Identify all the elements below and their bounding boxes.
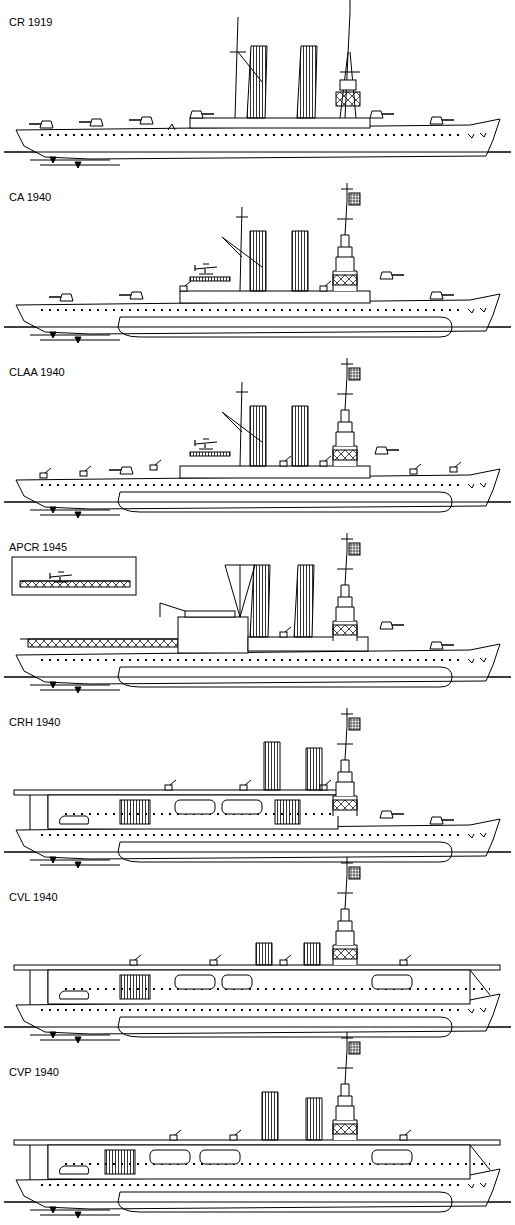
ship-label-holder: CLAA 1940 — [8, 362, 66, 380]
ship-label-holder: CR 1919 — [8, 12, 53, 30]
ship-label-holder: CRH 1940 — [8, 712, 61, 730]
ship-label-holder: CVP 1940 — [8, 1062, 60, 1080]
ship-type-label: APCR 1945 — [8, 541, 68, 553]
ship-type-label: CR 1919 — [8, 16, 53, 28]
ship-cvl-1940 — [4, 857, 511, 1043]
ship-apcr-1945 — [4, 533, 511, 693]
ship-label-holder: CVL 1940 — [8, 887, 59, 905]
ship-type-label: CVL 1940 — [8, 891, 59, 903]
ship-type-label: CVP 1940 — [8, 1066, 60, 1078]
ship-crh-1940 — [4, 708, 511, 868]
ship-type-label: CLAA 1940 — [8, 366, 66, 378]
ship-cr-1919 — [4, 0, 511, 168]
ship-cvp-1940 — [4, 1032, 511, 1218]
ship-type-label: CRH 1940 — [8, 716, 61, 728]
ship-claa-1940 — [4, 358, 511, 518]
ship-ca-1940 — [4, 183, 511, 343]
ship-label-holder: CA 1940 — [8, 187, 52, 205]
ship-label-holder: APCR 1945 — [8, 537, 68, 555]
ship-type-label: CA 1940 — [8, 191, 52, 203]
